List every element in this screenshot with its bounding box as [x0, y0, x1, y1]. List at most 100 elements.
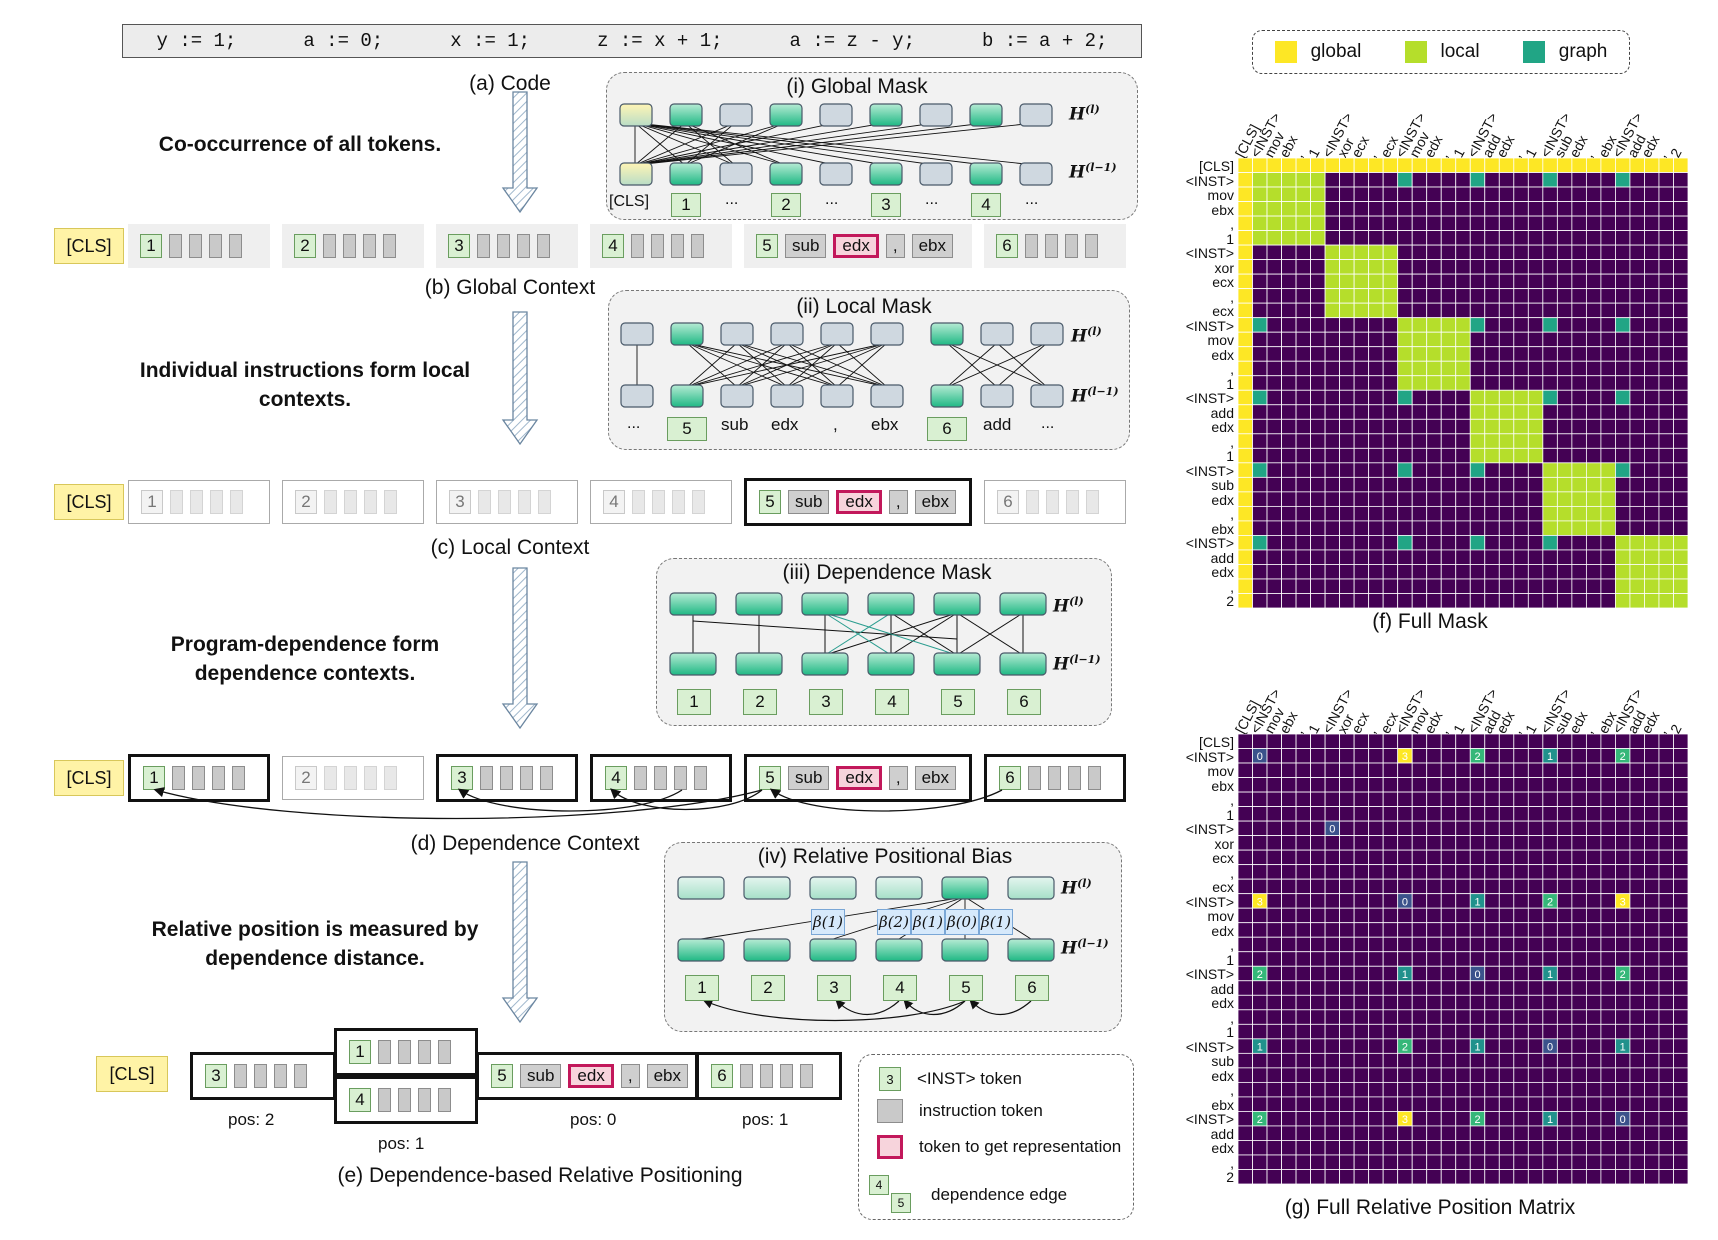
relpos-cell	[1411, 791, 1428, 807]
mask-cell-local	[1585, 491, 1602, 507]
relpos-cell	[1397, 1009, 1413, 1025]
relpos-cell	[1513, 762, 1529, 778]
relpos-cell	[1498, 820, 1515, 837]
relpos-cell	[1658, 893, 1674, 909]
mask-cell	[1600, 593, 1616, 608]
mask-cell	[1556, 273, 1573, 290]
relpos-cell	[1513, 1125, 1529, 1141]
mask-cell	[1644, 172, 1660, 188]
mask-cell	[1673, 259, 1688, 275]
mask-cell-local	[1266, 230, 1282, 246]
mask-cell-local	[1310, 172, 1326, 188]
panel-token: ...	[1041, 415, 1055, 432]
relpos-cell	[1484, 1096, 1500, 1112]
mask-cell-global	[1353, 158, 1370, 173]
relpos-cell	[1556, 1081, 1573, 1098]
mask-cell	[1353, 360, 1370, 377]
relpos-cell	[1585, 864, 1602, 880]
relpos-cell	[1324, 922, 1341, 938]
mask-cell	[1266, 317, 1282, 333]
mask-cell	[1266, 404, 1282, 420]
mask-cell	[1600, 273, 1616, 290]
mask-cell	[1571, 375, 1587, 391]
mask-cell	[1484, 535, 1500, 551]
mask-cell	[1527, 491, 1544, 507]
relpos-value-label: 0	[1402, 896, 1408, 908]
panel-inst-token: 3	[871, 193, 901, 217]
relpos-cell	[1498, 777, 1515, 793]
relpos-cell	[1629, 1111, 1645, 1127]
relpos-cell	[1556, 1125, 1573, 1141]
mask-cell	[1324, 215, 1341, 231]
relpos-cell	[1600, 936, 1616, 953]
mask-cell-global	[1469, 158, 1486, 173]
mask-cell	[1484, 172, 1500, 188]
relpos-cell	[1252, 835, 1268, 851]
relpos-cell	[1484, 1081, 1500, 1098]
mask-cell-global	[1238, 564, 1253, 580]
mask-cell-local	[1673, 535, 1688, 551]
mask-cell	[1295, 593, 1311, 608]
mask-cell	[1542, 215, 1558, 231]
relpos-cell	[1295, 734, 1311, 749]
relpos-cell	[1310, 1111, 1326, 1127]
relpos-cell	[1426, 965, 1442, 982]
relpos-cell	[1324, 1067, 1341, 1083]
instruction-segment: 2	[282, 756, 424, 800]
mask-cell	[1585, 331, 1602, 348]
mask-cell-global	[1238, 389, 1253, 406]
mask-cell	[1382, 447, 1399, 464]
mask-cell	[1281, 404, 1297, 420]
relpos-cell	[1266, 820, 1282, 837]
mask-cell	[1397, 288, 1413, 304]
mask-cell	[1644, 433, 1660, 449]
mask-cell-local	[1368, 273, 1384, 290]
relpos-cell	[1324, 849, 1341, 866]
relpos-cell	[1368, 1023, 1384, 1040]
mask-cell	[1455, 302, 1471, 319]
relpos-cell	[1615, 922, 1631, 938]
relpos-cell	[1484, 777, 1500, 793]
relpos-cell	[1615, 806, 1631, 822]
mask-cell-local	[1295, 230, 1311, 246]
mask-cell	[1498, 288, 1515, 304]
mask-cell	[1252, 549, 1268, 565]
mask-cell-graph	[1615, 462, 1631, 478]
mask-cell	[1571, 593, 1587, 608]
mask-cell	[1295, 491, 1311, 507]
mask-cell-global	[1339, 158, 1355, 173]
relpos-cell	[1498, 1125, 1515, 1141]
matrix-row-label: [CLS]	[1198, 734, 1234, 750]
mask-cell	[1411, 418, 1428, 435]
matrix-row-label: <INST>	[1185, 462, 1234, 479]
relpos-cell	[1295, 748, 1311, 764]
mask-cell	[1455, 215, 1471, 231]
relpos-cell	[1368, 748, 1384, 764]
relpos-cell	[1658, 951, 1674, 967]
relpos-cell	[1353, 980, 1370, 996]
mask-cell	[1644, 331, 1660, 348]
mask-cell	[1397, 491, 1413, 507]
mask-cell	[1629, 418, 1645, 435]
relpos-cell	[1339, 820, 1355, 837]
mask-cell	[1629, 186, 1645, 202]
matrix-row-label: <INST>	[1185, 1038, 1234, 1055]
mask-cell	[1644, 505, 1660, 522]
relpos-cell	[1673, 907, 1688, 924]
relpos-cell	[1353, 878, 1370, 895]
relpos-cell	[1339, 1023, 1355, 1040]
mask-cell	[1310, 244, 1326, 261]
mask-cell-global	[1238, 491, 1253, 507]
relpos-cell	[1527, 907, 1544, 924]
relpos-cell	[1585, 951, 1602, 967]
relpos-cell	[1484, 936, 1500, 953]
mask-cell	[1310, 564, 1326, 580]
matrix-row-label: sub	[1211, 477, 1234, 494]
mask-cell	[1542, 302, 1558, 319]
relpos-cell	[1571, 748, 1587, 764]
relpos-cell	[1310, 1081, 1326, 1098]
mask-cell	[1397, 578, 1413, 594]
mask-cell	[1310, 476, 1326, 493]
mask-cell	[1673, 418, 1688, 435]
matrix-row-label: ,	[1230, 433, 1234, 450]
